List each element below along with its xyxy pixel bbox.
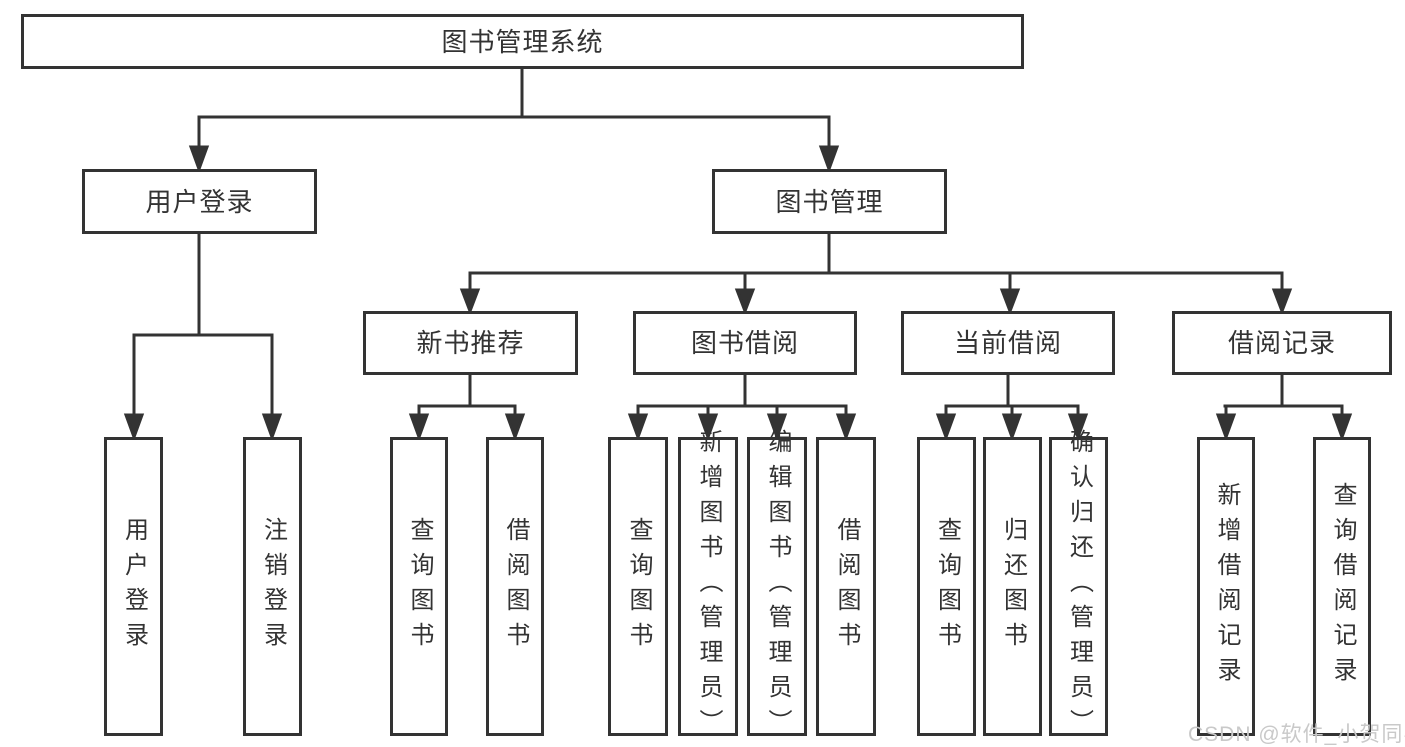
arrow-down-icon bbox=[627, 413, 649, 442]
arrow-down-icon bbox=[734, 288, 756, 316]
arrow-down-icon bbox=[1271, 288, 1293, 316]
node-leaf-cb-query-books: 查询图书 bbox=[917, 437, 976, 736]
node-leaf-nb-borrow-books: 借阅图书 bbox=[486, 437, 544, 736]
node-leaf-nb-query-books: 查询图书 bbox=[390, 437, 448, 736]
arrow-down-icon bbox=[999, 288, 1021, 316]
node-leaf-br-add-record: 新增借阅记录 bbox=[1197, 437, 1255, 736]
node-book-management: 图书管理 bbox=[712, 169, 947, 234]
node-leaf-bb-add-books-admin: 新增图书（管理员） bbox=[678, 429, 738, 744]
node-leaf-user-login: 用户登录 bbox=[104, 437, 163, 736]
arrow-down-icon bbox=[1215, 413, 1237, 442]
arrow-down-icon bbox=[188, 145, 210, 174]
arrow-down-icon bbox=[766, 413, 788, 442]
node-leaf-bb-query-books: 查询图书 bbox=[608, 437, 668, 736]
arrow-down-icon bbox=[835, 413, 857, 442]
arrow-down-icon bbox=[261, 413, 283, 442]
node-leaf-logout: 注销登录 bbox=[243, 437, 302, 736]
arrow-down-icon bbox=[504, 413, 526, 442]
node-borrow-records: 借阅记录 bbox=[1172, 311, 1392, 375]
arrow-down-icon bbox=[459, 288, 481, 316]
arrow-down-icon bbox=[1067, 413, 1089, 442]
node-current-borrow: 当前借阅 bbox=[901, 311, 1115, 375]
node-leaf-cb-return-books: 归还图书 bbox=[983, 437, 1042, 736]
arrow-down-icon bbox=[123, 413, 145, 442]
node-system-root: 图书管理系统 bbox=[21, 14, 1024, 69]
arrow-down-icon bbox=[408, 413, 430, 442]
watermark: CSDN @软件_小贺同学 bbox=[1188, 723, 1405, 746]
node-new-book-recommend: 新书推荐 bbox=[363, 311, 578, 375]
arrow-down-icon bbox=[935, 413, 957, 442]
arrow-down-icon bbox=[818, 145, 840, 174]
node-leaf-bb-borrow-books: 借阅图书 bbox=[816, 437, 876, 736]
node-leaf-bb-edit-books-admin: 编辑图书（管理员） bbox=[747, 429, 807, 744]
arrow-down-icon bbox=[1331, 413, 1353, 442]
node-book-borrow: 图书借阅 bbox=[633, 311, 857, 375]
arrow-down-icon bbox=[1001, 413, 1023, 442]
node-leaf-cb-confirm-return-admin: 确认归还（管理员） bbox=[1049, 429, 1108, 744]
node-leaf-br-query-record: 查询借阅记录 bbox=[1313, 437, 1371, 736]
node-user-login: 用户登录 bbox=[82, 169, 317, 234]
arrow-down-icon bbox=[697, 413, 719, 442]
